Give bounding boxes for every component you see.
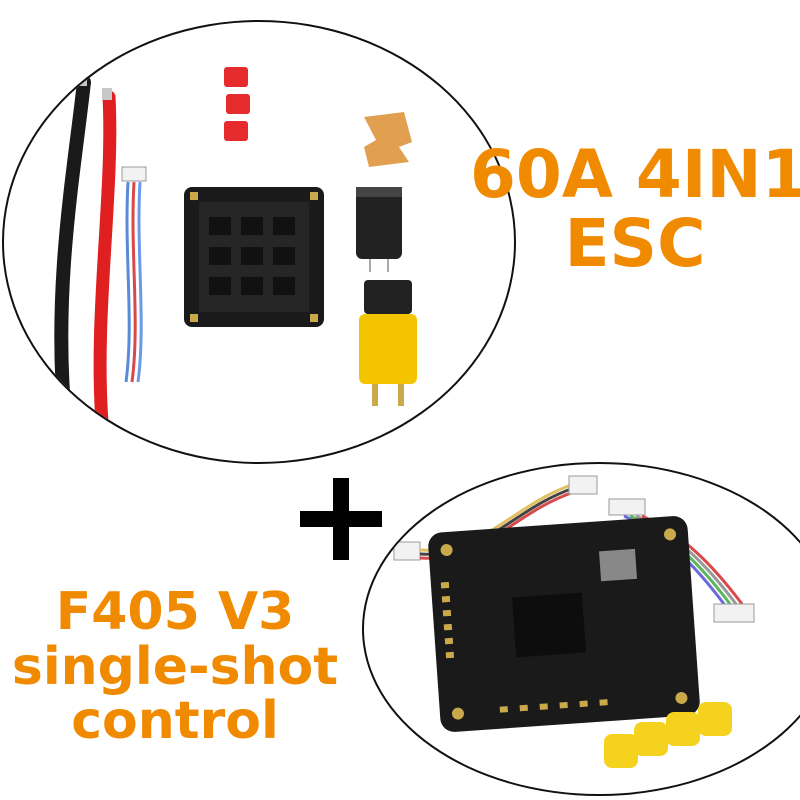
- signal-cable: [121, 166, 147, 383]
- rubber-dampers: [604, 702, 732, 768]
- red-plugs: [224, 67, 250, 141]
- esc-board: [184, 187, 324, 327]
- fc-caption-line1: F405 V3: [55, 582, 295, 642]
- capacitor: [356, 187, 402, 272]
- esc-caption-line1: 60A 4IN1: [470, 136, 800, 213]
- black-power-wire: [54, 74, 91, 416]
- fc-board: [428, 516, 700, 732]
- esc-kit-panel: [2, 20, 516, 464]
- xt60-connector: [359, 280, 417, 406]
- esc-caption: 60A 4IN1 ESC: [470, 140, 800, 279]
- plus-icon: [300, 478, 382, 560]
- foam-pad: [364, 112, 412, 167]
- fc-caption-line3: control: [71, 691, 279, 752]
- flight-controller-kit-photo: [393, 475, 755, 768]
- flight-controller-panel: [362, 462, 800, 796]
- fc-caption: F405 V3 single-shot control: [0, 585, 350, 749]
- esc-caption-line2: ESC: [564, 205, 706, 283]
- fc-caption-line2: single-shot: [11, 636, 339, 697]
- esc-kit-photo: [54, 67, 417, 430]
- red-power-wire: [93, 88, 117, 430]
